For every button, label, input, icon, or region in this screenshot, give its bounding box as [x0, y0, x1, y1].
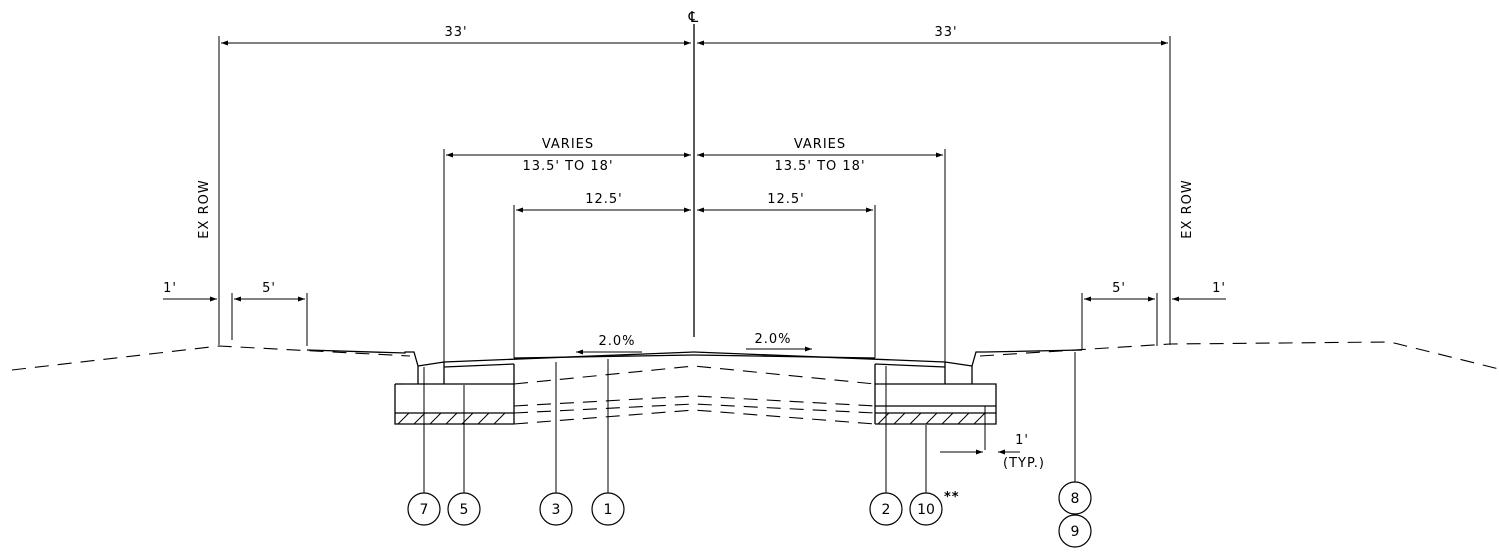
svg-text:5: 5: [460, 502, 469, 518]
left-hatch: [397, 412, 506, 425]
svg-text:2: 2: [882, 502, 891, 518]
walk-left-label: 5': [262, 281, 276, 296]
callout-7: 7: [407, 492, 441, 526]
svg-text:10: 10: [917, 502, 935, 518]
lane-dimension: 12.5' 12.5': [513, 192, 876, 358]
varies-range-left-label: 13.5' TO 18': [522, 159, 613, 174]
varies-dimension: VARIES 13.5' TO 18' VARIES 13.5' TO 18': [443, 137, 946, 362]
svg-text:8: 8: [1071, 491, 1080, 507]
slope-right: 2.0%: [746, 332, 812, 352]
callout-10-asterisks: **: [944, 490, 960, 505]
row-left-label: EX ROW: [197, 179, 212, 238]
callout-8: 8: [1058, 481, 1092, 515]
lane-left-label: 12.5': [585, 192, 623, 207]
left-offset-dimensions: 1' 5': [163, 281, 308, 346]
subgrade-layers: [513, 365, 876, 425]
callout-9: 9: [1058, 514, 1092, 548]
typ-dim-label: 1': [1015, 433, 1029, 448]
varies-right-label: VARIES: [794, 137, 846, 152]
walk-right-label: 5': [1112, 281, 1126, 296]
slope-left-label: 2.0%: [598, 334, 635, 349]
offset-right-label: 1': [1212, 281, 1226, 296]
half-width-right-label: 33': [934, 25, 957, 40]
svg-text:1: 1: [604, 502, 613, 518]
row-right-label: EX ROW: [1180, 179, 1195, 238]
slope-right-label: 2.0%: [754, 332, 791, 347]
proposed-surface: [306, 349, 1083, 368]
callout-1: 1: [591, 492, 625, 526]
right-hatch: [877, 412, 986, 425]
left-curb-and-base: [394, 362, 515, 425]
callout-2: 2: [869, 492, 903, 526]
callout-5: 5: [447, 492, 481, 526]
half-width-dimension: 33' 33': [218, 25, 1171, 345]
right-offset-dimensions: 5' 1': [1081, 281, 1226, 350]
centerline: ℄: [688, 8, 700, 337]
svg-text:9: 9: [1071, 524, 1080, 540]
slope-left: 2.0%: [576, 334, 642, 355]
right-curb-and-base: 1' (TYP.): [874, 362, 1045, 471]
varies-left-label: VARIES: [542, 137, 594, 152]
svg-text:7: 7: [420, 502, 429, 518]
varies-range-right-label: 13.5' TO 18': [774, 159, 865, 174]
half-width-left-label: 33': [444, 25, 467, 40]
centerline-symbol: ℄: [688, 8, 700, 26]
callout-10: 10 **: [909, 490, 960, 526]
leader-lines: [423, 352, 1076, 493]
callout-3: 3: [539, 492, 573, 526]
typ-note-label: (TYP.): [1003, 456, 1045, 471]
offset-left-label: 1': [163, 281, 177, 296]
lane-right-label: 12.5': [767, 192, 805, 207]
svg-text:3: 3: [552, 502, 561, 518]
